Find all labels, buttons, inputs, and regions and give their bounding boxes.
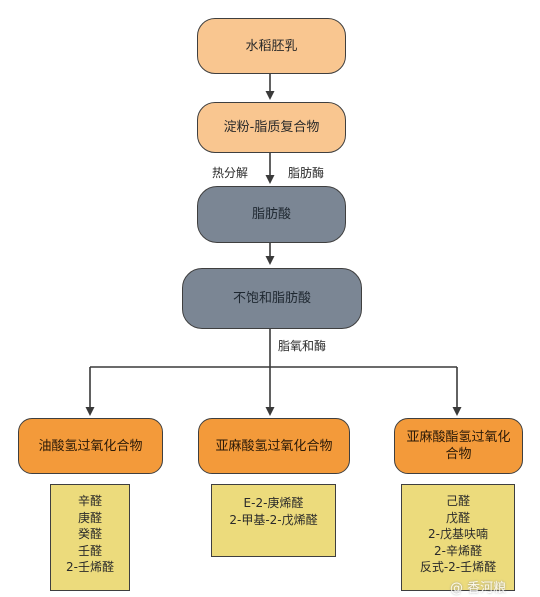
node-rice-endosperm: 水稻胚乳 — [197, 18, 346, 74]
label-heat-decomposition: 热分解 — [212, 166, 249, 180]
node-linoleic-hydroperoxide: 亚麻酸氢过氧化合物 — [198, 418, 350, 474]
products-linoleic: E-2-庚烯醛 2-甲基-2-戊烯醛 — [211, 484, 336, 557]
products-oleic: 辛醛 庚醛 癸醛 壬醛 2-壬烯醛 — [50, 484, 130, 591]
label-lipase: 脂肪酶 — [288, 166, 325, 180]
product-item: 2-戊基呋喃 — [428, 527, 488, 542]
product-item: 庚醛 — [77, 510, 102, 525]
product-item: 癸醛 — [77, 527, 102, 542]
products-linolenic: 己醛 戊醛 2-戊基呋喃 2-辛烯醛 反式-2-壬烯醛 — [401, 484, 515, 591]
product-item: 戊醛 — [445, 510, 470, 525]
product-item: 2-辛烯醛 — [434, 543, 482, 558]
node-fatty-acid: 脂肪酸 — [197, 186, 346, 243]
product-item: 2-壬烯醛 — [66, 560, 114, 575]
node-linolenate-hydroperoxide: 亚麻酸酯氢过氧化合物 — [394, 418, 523, 474]
node-starch-lipid-complex: 淀粉-脂质复合物 — [197, 102, 346, 153]
node-oleic-hydroperoxide: 油酸氢过氧化合物 — [18, 418, 163, 474]
product-item: 2-甲基-2-戊烯醛 — [229, 512, 318, 527]
node-unsaturated-fatty-acid: 不饱和脂肪酸 — [182, 268, 362, 329]
product-item: 辛醛 — [77, 494, 102, 508]
label-lipoxygenase: 脂氧和酶 — [278, 339, 327, 353]
product-item: 壬醛 — [77, 543, 102, 558]
watermark: @ 香河粮 — [450, 581, 507, 596]
product-item: 反式-2-壬烯醛 — [419, 560, 497, 575]
product-item: E-2-庚烯醛 — [243, 496, 304, 510]
product-item: 己醛 — [445, 494, 470, 508]
